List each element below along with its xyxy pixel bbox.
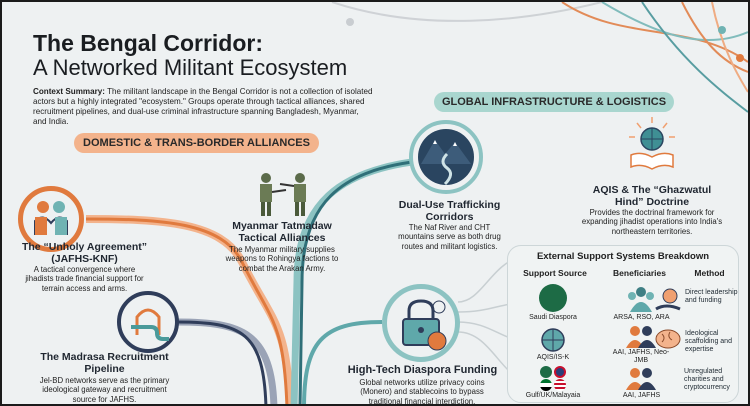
row2-method: Ideological scaffolding and expertise	[685, 330, 732, 353]
mountain-river-icon	[409, 120, 483, 194]
row1-method: Direct leadership and funding	[685, 289, 738, 304]
group-icon	[626, 368, 656, 390]
section-global: GLOBAL INFRASTRUCTURE & LOGISTICS	[434, 92, 674, 112]
row2-source: AQIS/IS-K	[536, 354, 570, 361]
globe-book-icon	[629, 117, 675, 170]
aqis-title: AQIS & The “Ghazwatul Hind” Doctrine	[592, 184, 712, 208]
row3-beneficiaries: AAI, JAFHS	[622, 392, 661, 399]
myanmar-desc: The Myanmar military supplies weapons to…	[225, 245, 339, 273]
unholy-desc: A tactical convergence where jihadists t…	[25, 265, 144, 293]
row1-source: Saudi Diaspora	[529, 314, 577, 321]
unholy-title: The “Unholy Agreement” (JAFHS-KNF)	[21, 241, 148, 265]
lock-coin-icon	[382, 284, 460, 362]
dualuse-title: Dual-Use Trafficking Corridors	[398, 199, 501, 223]
context-text: The militant landscape in the Bengal Cor…	[33, 87, 373, 126]
madrasa-desc: Jel-BD networks serve as the primary ide…	[39, 376, 170, 404]
row3-source: Gulf/UK/Malayaia	[525, 392, 581, 399]
group-icon	[628, 287, 654, 312]
row2-beneficiaries: AAI, JAFHS, Neo-JMB	[612, 349, 670, 364]
diaspora-desc: Global networks utilize privacy coins (M…	[359, 378, 485, 404]
soldiers-icon	[260, 173, 306, 216]
row1-beneficiaries: ARSA, RSO, ARA	[613, 314, 670, 321]
col-method: Method	[694, 268, 725, 278]
country-flags-icon	[540, 366, 568, 392]
myanmar-title: Myanmar Tatmadaw Tactical Alliances	[232, 220, 332, 244]
context-summary: Context Summary: The militant landscape …	[33, 87, 373, 127]
brain-icon	[655, 329, 681, 349]
saudi-flag-icon	[539, 284, 567, 312]
breakdown-title: External Support Systems Breakdown	[536, 251, 710, 262]
col-beneficiaries: Beneficiaries	[613, 268, 666, 278]
page-subtitle: A Networked Militant Ecosystem	[33, 55, 348, 80]
madrasa-pipe-icon	[117, 291, 179, 353]
aqis-desc: Provides the doctrinal framework for exp…	[581, 208, 723, 236]
group-icon	[626, 326, 656, 348]
dualuse-desc: The Naf River and CHT mountains serve as…	[398, 223, 501, 251]
diaspora-title: High-Tech Diaspora Funding	[347, 364, 498, 376]
madrasa-title: The Madrasa Recruitment Pipeline	[40, 351, 169, 375]
page-title: The Bengal Corridor:	[33, 30, 264, 56]
globe-network-icon	[541, 328, 565, 352]
hand-coin-icon	[655, 288, 681, 311]
section-domestic: DOMESTIC & TRANS-BORDER ALLIANCES	[74, 133, 319, 153]
row3-method: Unregulated charities and cryptocurrency	[684, 368, 730, 391]
context-label: Context Summary:	[33, 87, 105, 96]
handshake-icon	[18, 186, 84, 252]
col-support-source: Support Source	[523, 268, 587, 278]
